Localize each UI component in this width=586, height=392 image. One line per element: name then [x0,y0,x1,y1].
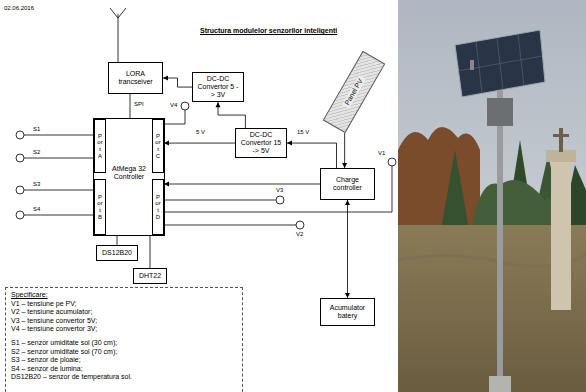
battery-box: Acumulator batery [320,298,375,326]
port-box: Port B [94,179,106,235]
wires [16,8,396,229]
node-text: Acumulator batery [324,304,371,320]
spec-line: V4 – tensiune convertor 3V; [11,325,237,334]
sensor-box: DS12B20 [96,245,138,261]
spec-line: Specificare: [11,291,237,300]
arrow-head [345,200,350,205]
node-text: DHT22 [139,272,161,280]
connector [342,133,347,168]
spec-line: S3 – senzor de ploaie; [11,356,237,365]
arrow-head [287,141,292,146]
node-text: Charge controller [324,176,371,192]
connector [163,76,192,88]
spec-line: S4 – senzor de lumina; [11,365,237,374]
node-text: Port C [155,133,161,159]
converter-box: DC-DC Convertor 15 -> 5V [235,128,287,158]
voltage-label: V1 [378,150,385,157]
connector [164,141,235,146]
connector-line [130,94,131,118]
voltage-label: V4 [170,102,177,109]
connector [216,102,246,128]
spec-line: S2 – senzor umiditate sol (70 cm); [11,348,237,357]
node-text: Port D [155,194,161,220]
node-text: Port A [97,133,103,159]
voltage-label: V3 [276,187,283,194]
connector-line [287,143,337,168]
arrow-head [216,102,221,107]
edge-label: SPI [133,101,145,108]
converter-box: DC-DC Convertor 5 -> 3V [192,72,244,102]
connector-line [117,236,118,245]
node-text: Port B [97,194,103,220]
solar-panel: Panel PV [323,51,386,133]
edge-label: 15 V [296,129,310,136]
arrow-head [163,76,168,81]
connector [130,94,131,118]
node-text: DC-DC Convertor 5 -> 3V [196,75,240,99]
controller-box: AtMega 32 Controller Port A Port C Port B Po… [93,118,165,236]
sensor-label: S4 [33,206,40,213]
connector-line [344,133,345,168]
connector [345,200,350,298]
connector [164,182,320,187]
node-text: LORA trancseiver [112,70,159,86]
connector-line [164,143,235,144]
sensor-label: S2 [33,149,40,156]
connector-line [164,184,320,185]
photo [398,0,586,392]
transceiver-box: LORA trancseiver [108,62,163,94]
node-text: Panel PV [342,76,366,109]
sensor-label: S3 [33,181,40,188]
diagram-title: Structura modulelor senzorilor inteligen… [200,27,337,35]
port-box: Port A [94,119,106,173]
connector-line [218,102,245,128]
connector [287,141,337,168]
connector-line [150,236,151,268]
port-box: Port C [152,119,164,173]
voltage-label: V2 [296,231,303,238]
node-text: DS12B20 [102,249,132,257]
spec-line: V1 – tensiune pe PV; [11,300,237,309]
connector [117,236,118,245]
connector-line [347,200,348,298]
spec-line: V3 – tensiune convertor 5V; [11,317,237,326]
spec-box: Specificare:V1 – tensiune pe PV;V2 – ten… [5,287,243,392]
sensor-box: DHT22 [133,268,167,284]
port-box: Port D [152,179,164,235]
sensor-label: S1 [33,126,40,133]
spec-line: S1 – senzor umiditate sol (30 cm); [11,339,237,348]
node-text: DC-DC Convertor 15 -> 5V [239,131,283,155]
node-text: AtMega 32 Controller [107,165,151,181]
charge-controller-box: Charge controller [320,168,375,200]
date-label: 02.06.2016 [4,5,34,12]
spec-line: V2 – tensiune acumulator; [11,308,237,317]
edge-label: 5 V [195,129,206,136]
connector [150,236,151,268]
spec-line: DS12B20 – senzor de temperatura sol. [11,373,237,382]
